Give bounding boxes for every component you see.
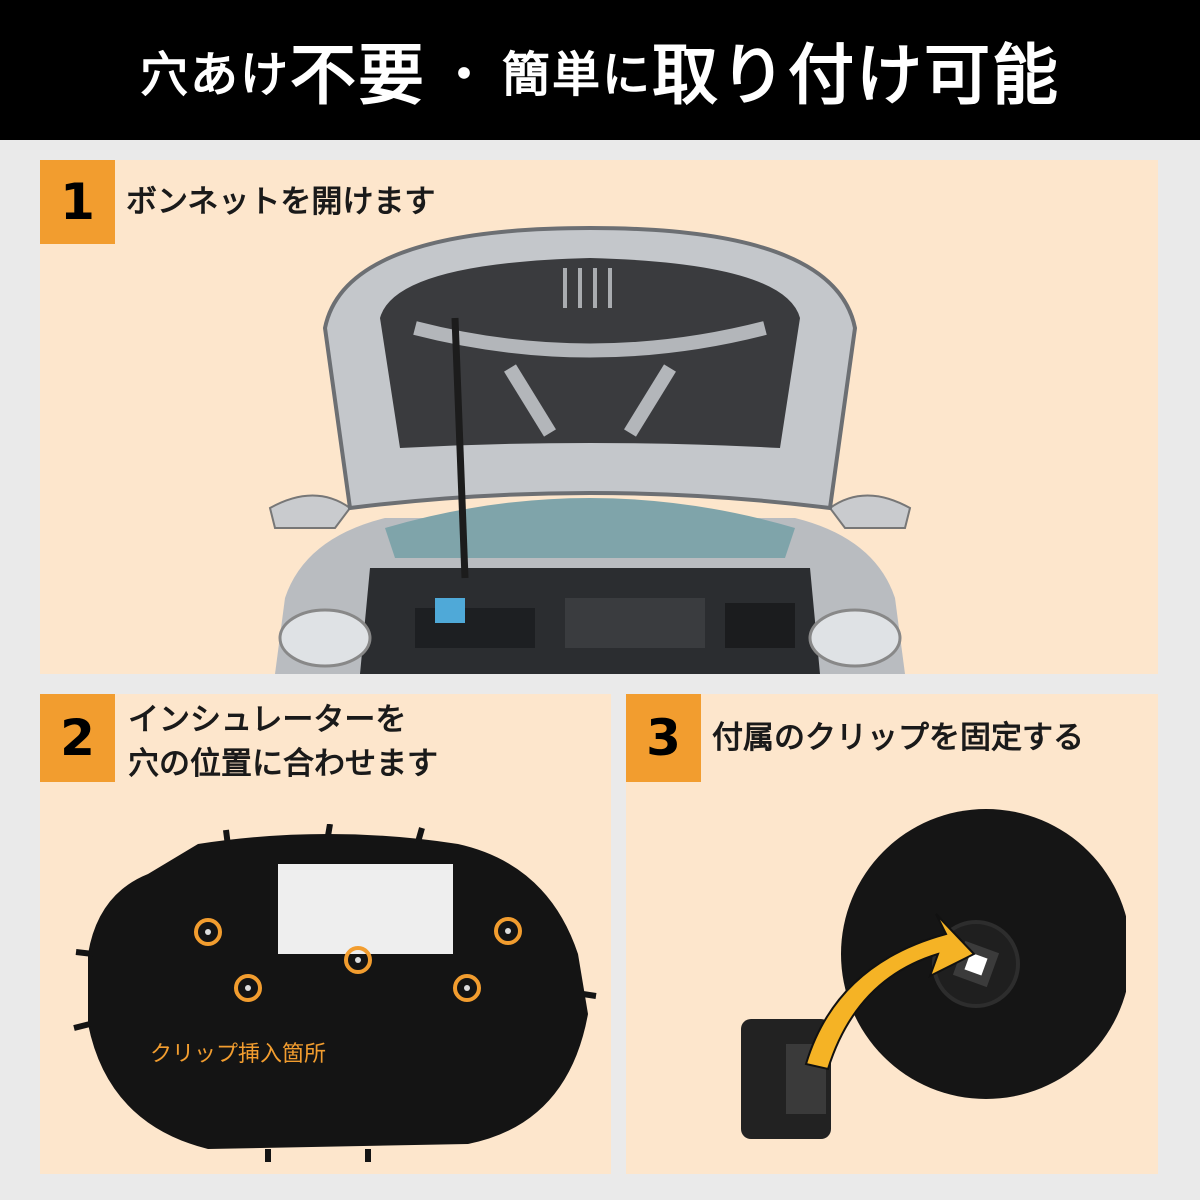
header-part3: 簡単に xyxy=(502,47,653,103)
step-2-panel: 2 インシュレーターを 穴の位置に合わせます クリップ挿入箇所 xyxy=(40,694,611,1174)
header-banner: 穴あけ 不要 ・ 簡単に 取り付け可能 xyxy=(0,0,1200,140)
clip-attach-image xyxy=(741,809,1126,1139)
step-3-panel: 3 付属のクリップを固定する xyxy=(626,694,1158,1174)
step-1-line1: ボンネットを開けます xyxy=(126,184,436,220)
header-part2: 不要 xyxy=(289,37,426,114)
header-title: 穴あけ 不要 ・ 簡単に 取り付け可能 xyxy=(0,0,1200,140)
car-hood-open-image xyxy=(268,225,912,674)
step-3-text: 付属のクリップを固定する xyxy=(712,716,1084,760)
step-2-line1: インシュレーターを xyxy=(128,702,407,738)
header-part1: 穴あけ xyxy=(139,47,290,103)
clip-insertion-label: クリップ挿入箇所 xyxy=(150,1042,327,1067)
insulator-pad-image xyxy=(73,824,597,1162)
step-1-panel: 1 ボンネットを開けます xyxy=(40,160,1158,674)
header-part4: 取り付け可能 xyxy=(652,37,1061,114)
step-1-text: ボンネットを開けます xyxy=(126,180,435,224)
step-2-number: 2 xyxy=(40,694,115,782)
step-2-line2: 穴の位置に合わせます xyxy=(128,746,438,782)
step-1-number: 1 xyxy=(40,160,115,244)
step-2-text: インシュレーターを 穴の位置に合わせます xyxy=(128,698,438,786)
step-3-line1: 付属のクリップを固定する xyxy=(712,720,1084,756)
header-dot: ・ xyxy=(439,47,488,103)
step-3-number: 3 xyxy=(626,694,701,782)
